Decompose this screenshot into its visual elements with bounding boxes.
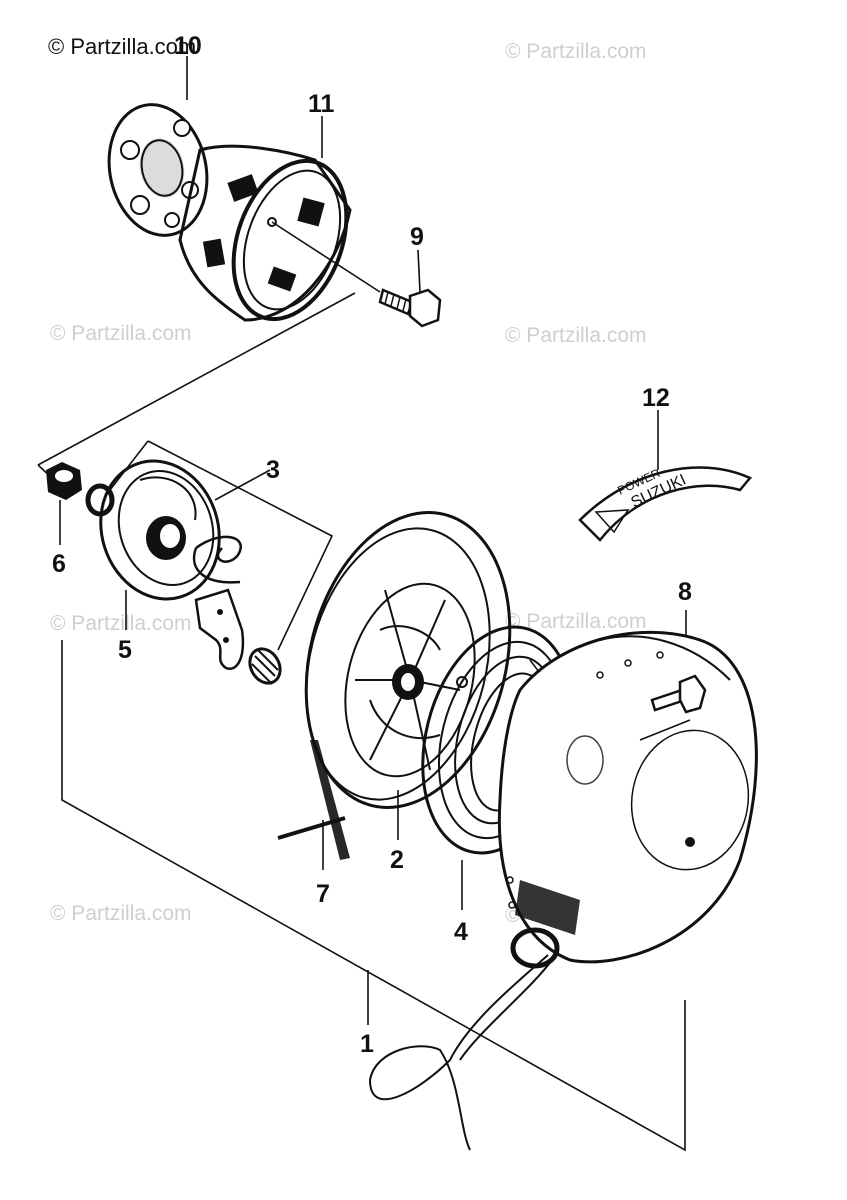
watermark-mid-right: © Partzilla.com (505, 324, 647, 347)
callout-7: 7 (316, 880, 330, 908)
watermark-bottom-left: © Partzilla.com (50, 902, 192, 925)
callout-3: 3 (266, 456, 280, 484)
callout-5: 5 (118, 636, 132, 664)
part-9-bolt (378, 249, 442, 328)
part-12-emblem: POWER SUZUKI (578, 466, 753, 542)
callout-1: 1 (360, 1030, 374, 1058)
part-6-nut (46, 462, 82, 500)
callout-10: 10 (174, 32, 202, 60)
part-8-screw (650, 674, 707, 714)
watermark-lower-right: © Partzilla.com (505, 610, 647, 633)
callout-4: 4 (454, 918, 468, 946)
part-7-rope (277, 816, 346, 840)
watermark-top-right: © Partzilla.com (505, 40, 647, 63)
leader-lines (37, 56, 687, 1152)
callout-9: 9 (410, 223, 424, 251)
callout-8: 8 (678, 578, 692, 606)
part-5-plate (99, 459, 221, 601)
callout-labels: 10 11 9 12 3 6 8 5 2 7 4 1 (52, 32, 692, 1058)
part-pawl (194, 588, 245, 670)
part-small-spring (248, 647, 282, 685)
watermark-mid-left: © Partzilla.com (50, 322, 192, 345)
callout-6: 6 (52, 550, 66, 578)
callout-11: 11 (308, 90, 335, 118)
callout-12: 12 (642, 384, 670, 412)
part-2-reel (304, 511, 512, 860)
part-11-cup (178, 144, 381, 322)
watermark-lower-left: © Partzilla.com (50, 612, 192, 635)
part-10-plate (107, 103, 209, 237)
part-1-housing (368, 630, 758, 1151)
part-spring-clip (192, 535, 242, 584)
callout-2: 2 (390, 846, 404, 874)
copyright-text: © Partzilla.com (48, 34, 196, 59)
